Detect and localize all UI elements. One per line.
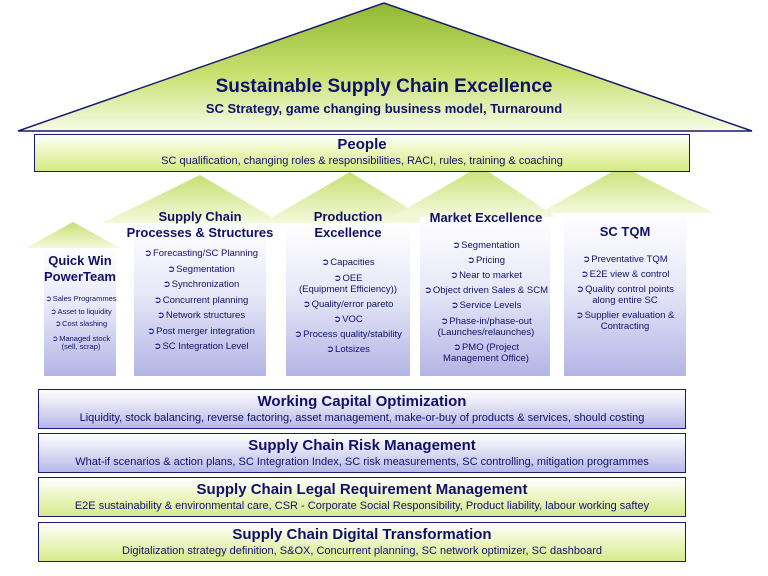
list-item: ➲E2E view & control xyxy=(580,269,670,280)
pillar-market-list: ➲Segmentation ➲Pricing ➲Near to market ➲… xyxy=(420,238,552,364)
arrow-bullet-icon: ➲ xyxy=(153,294,162,306)
pillar-tqm-arrow xyxy=(540,166,714,376)
list-item: ➲Preventative TQM xyxy=(582,254,668,265)
list-item: ➲PMO (Project xyxy=(453,342,519,353)
band-working-capital: Working Capital Optimization Liquidity, … xyxy=(38,389,686,429)
list-item: ➲Segmentation xyxy=(167,263,235,275)
list-item: ➲Object driven Sales & SCM xyxy=(423,285,549,296)
band-risk-management: Supply Chain Risk Management What-if sce… xyxy=(38,433,686,473)
arrow-bullet-icon: ➲ xyxy=(575,310,584,321)
arrow-bullet-icon: ➲ xyxy=(580,269,589,280)
list-item: ➲Lotsizes xyxy=(326,344,370,355)
roof-subtitle: SC Strategy, game changing business mode… xyxy=(205,101,563,116)
list-item: ➲Synchronization xyxy=(162,279,240,290)
arrow-bullet-icon: ➲ xyxy=(582,254,591,265)
band-digital-transformation: Supply Chain Digital Transformation Digi… xyxy=(38,522,686,562)
arrow-bullet-icon: ➲ xyxy=(143,248,152,259)
pillar-market-title: Market Excellence xyxy=(429,210,543,225)
list-item: ➲Sales Programmes xyxy=(45,294,117,303)
list-item: ➲Process quality/stability xyxy=(294,329,402,340)
pillar-production-list: ➲Capacities ➲OEE (Equipment Efficiency))… xyxy=(286,255,410,357)
arrow-bullet-icon: ➲ xyxy=(147,325,156,337)
arrow-bullet-icon: ➲ xyxy=(45,294,52,303)
arrow-bullet-icon: ➲ xyxy=(54,319,62,328)
arrow-bullet-icon: ➲ xyxy=(156,310,165,321)
arrow-bullet-icon: ➲ xyxy=(450,270,459,281)
list-item-continued: (sell, scrap) xyxy=(61,341,101,351)
pillar-quick-win-arrow xyxy=(26,222,120,376)
people-subtitle: SC qualification, changing roles & respo… xyxy=(161,155,563,167)
list-item-continued: along entire SC xyxy=(592,295,658,306)
arrow-bullet-icon: ➲ xyxy=(453,342,461,353)
people-beam: People SC qualification, changing roles … xyxy=(34,134,690,172)
arrow-bullet-icon: ➲ xyxy=(333,314,342,325)
arrow-bullet-icon: ➲ xyxy=(153,341,162,352)
band-title: Working Capital Optimization xyxy=(257,393,467,410)
list-item: ➲Quality/error pareto xyxy=(302,299,394,310)
arrow-bullet-icon: ➲ xyxy=(302,299,311,310)
pillar-tqm-list: ➲Preventative TQM ➲E2E view & control ➲Q… xyxy=(564,252,686,332)
arrow-bullet-icon: ➲ xyxy=(50,306,57,316)
pillar-processes-arrow xyxy=(102,175,282,376)
arrow-bullet-icon: ➲ xyxy=(162,279,171,290)
list-item: ➲Pricing xyxy=(466,255,505,266)
roof-shape xyxy=(17,2,753,132)
list-item: ➲Supplier evaluation & xyxy=(575,310,675,321)
arrow-bullet-icon: ➲ xyxy=(450,300,459,311)
pillar-quick-win-list: ➲Sales Programmes ➲Asset to liquidity ➲C… xyxy=(44,293,118,351)
list-item: ➲Segmentation xyxy=(452,240,520,251)
list-item: ➲Near to market xyxy=(450,270,522,281)
band-title: Supply Chain Digital Transformation xyxy=(232,526,492,543)
list-item: ➲Forecasting/SC Planning xyxy=(143,248,259,259)
band-subtitle: E2E sustainability & environmental care,… xyxy=(74,500,650,512)
arrow-bullet-icon: ➲ xyxy=(452,240,461,251)
pillar-market-arrow xyxy=(392,166,556,376)
list-item-continued: Management Office) xyxy=(443,353,529,364)
list-item: ➲Capacities xyxy=(321,257,375,268)
arrow-bullet-icon: ➲ xyxy=(294,329,303,340)
list-item: ➲Service Levels xyxy=(450,300,522,311)
pillar-processes-title: Supply Chain Processes & Structures xyxy=(126,209,274,240)
list-item: ➲Cost slashing xyxy=(54,319,108,328)
pillar-processes-list: ➲Forecasting/SC Planning ➲Segmentation ➲… xyxy=(134,246,268,355)
list-item: ➲VOC xyxy=(333,314,363,325)
list-item: ➲Phase-in/phase-out xyxy=(440,316,532,327)
arrow-bullet-icon: ➲ xyxy=(423,285,432,296)
people-title: People xyxy=(337,136,387,153)
list-item: ➲SC Integration Level xyxy=(153,341,249,352)
list-item-continued: Contracting xyxy=(600,321,650,332)
band-subtitle: Liquidity, stock balancing, reverse fact… xyxy=(79,412,645,424)
arrow-bullet-icon: ➲ xyxy=(333,273,342,284)
list-item: ➲OEE xyxy=(333,273,363,284)
list-item: ➲Post merger integration xyxy=(147,325,255,337)
band-title: Supply Chain Risk Management xyxy=(248,437,476,454)
band-subtitle: What-if scenarios & action plans, SC Int… xyxy=(75,456,649,468)
arrow-bullet-icon: ➲ xyxy=(326,344,335,355)
pillar-quick-win-title: Quick Win PowerTeam xyxy=(43,253,116,284)
arrow-bullet-icon: ➲ xyxy=(576,284,585,295)
arrow-bullet-icon: ➲ xyxy=(51,333,59,343)
roof-title: Sustainable Supply Chain Excellence xyxy=(215,76,553,97)
arrow-bullet-icon: ➲ xyxy=(440,316,449,327)
list-item: ➲Concurrent planning xyxy=(153,294,249,306)
list-item: ➲Network structures xyxy=(156,310,246,321)
band-title: Supply Chain Legal Requirement Managemen… xyxy=(196,481,528,498)
list-item-continued: (Equipment Efficiency)) xyxy=(298,284,398,295)
list-item: ➲Asset to liquidity xyxy=(50,306,112,316)
pillar-tqm-title: SC TQM xyxy=(599,224,651,239)
arrow-bullet-icon: ➲ xyxy=(466,255,475,266)
list-item: ➲Quality control points xyxy=(576,284,674,295)
arrow-bullet-icon: ➲ xyxy=(167,263,176,275)
pillar-production-title: Production Excellence xyxy=(313,209,383,240)
pillar-production-arrow xyxy=(262,172,432,376)
band-legal-requirement: Supply Chain Legal Requirement Managemen… xyxy=(38,477,686,517)
band-subtitle: Digitalization strategy definition, S&OX… xyxy=(122,545,602,557)
arrow-bullet-icon: ➲ xyxy=(321,257,330,268)
list-item: ➲Managed stock xyxy=(51,333,111,343)
list-item-continued: (Launches/relaunches) xyxy=(437,327,535,338)
